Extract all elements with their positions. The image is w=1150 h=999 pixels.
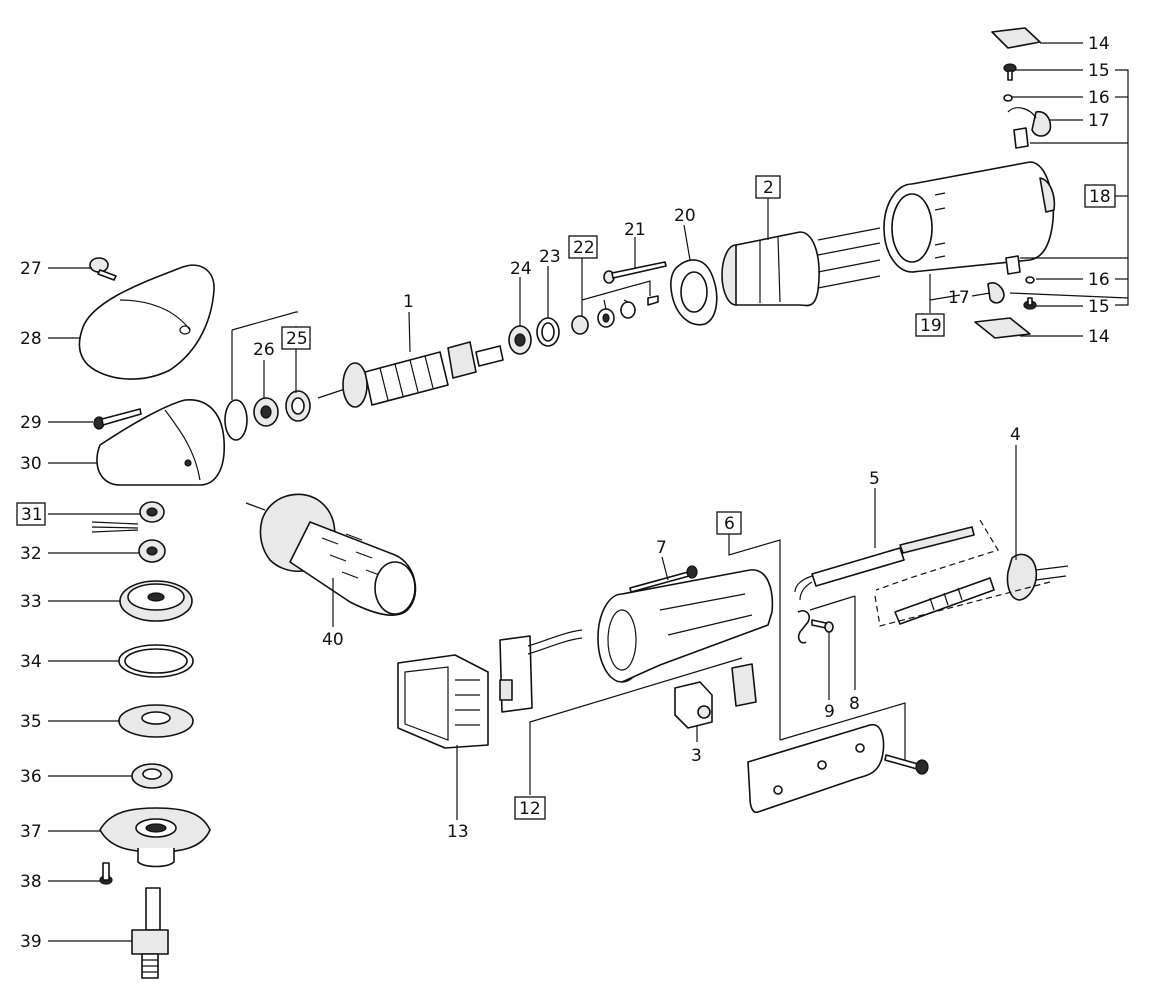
leader-lines bbox=[48, 42, 1129, 942]
callout-5: 5 bbox=[869, 469, 880, 489]
part-bearing-25 bbox=[285, 390, 311, 422]
callout-40: 40 bbox=[322, 630, 344, 650]
callout-38: 38 bbox=[20, 872, 42, 892]
callout-8: 8 bbox=[849, 694, 860, 714]
callout-26: 26 bbox=[253, 340, 275, 360]
callout-12: 12 bbox=[519, 799, 541, 819]
callout-22: 22 bbox=[573, 238, 595, 258]
part-clamp-8 bbox=[797, 610, 811, 644]
part-screw-29 bbox=[93, 408, 142, 430]
part-washer-16-bottom bbox=[1025, 276, 1035, 284]
callout-34: 34 bbox=[20, 652, 42, 672]
part-gear-33 bbox=[119, 580, 193, 622]
part-screw-7 bbox=[629, 565, 698, 593]
callout-box-2 bbox=[755, 175, 781, 199]
part-nut-31 bbox=[91, 501, 165, 533]
part-bearing-26 bbox=[253, 397, 279, 427]
callout-box-22 bbox=[568, 235, 598, 259]
callout-15b: 15 bbox=[1088, 297, 1110, 317]
callout-19: 19 bbox=[920, 316, 942, 336]
part-plate-20 bbox=[670, 259, 718, 326]
callout-4: 4 bbox=[1010, 425, 1021, 445]
callout-16a: 16 bbox=[1088, 88, 1110, 108]
part-handle-cover bbox=[747, 724, 885, 814]
part-screw-15-top bbox=[1003, 63, 1017, 81]
callout-13: 13 bbox=[447, 822, 469, 842]
callout-box-19 bbox=[915, 313, 945, 337]
part-spindle-39 bbox=[131, 887, 169, 979]
part-cover-28 bbox=[78, 264, 215, 380]
callout-9: 9 bbox=[824, 702, 835, 722]
callout-32: 32 bbox=[20, 544, 42, 564]
callout-16b: 16 bbox=[1088, 270, 1110, 290]
part-stator-2 bbox=[721, 227, 881, 307]
part-ring-34 bbox=[118, 644, 194, 678]
part-brush-holder-17-top bbox=[1007, 107, 1052, 149]
part-component-3 bbox=[674, 663, 757, 729]
part-bearing-36 bbox=[131, 763, 173, 789]
part-bushing-22 bbox=[571, 295, 659, 335]
callout-box-31 bbox=[16, 502, 46, 526]
callout-box-12 bbox=[514, 796, 546, 820]
callout-33: 33 bbox=[20, 592, 42, 612]
callout-14a: 14 bbox=[1088, 34, 1110, 54]
part-housing-30 bbox=[96, 399, 225, 486]
part-motor-housing-19 bbox=[883, 161, 1056, 273]
callout-18: 18 bbox=[1089, 187, 1111, 207]
callout-29: 29 bbox=[20, 413, 42, 433]
part-washer-35 bbox=[118, 704, 194, 738]
callout-6: 6 bbox=[724, 514, 735, 534]
callout-3: 3 bbox=[691, 746, 702, 766]
part-armature-1 bbox=[317, 341, 504, 408]
dashed-outline-cord bbox=[874, 581, 1051, 627]
callout-30: 30 bbox=[20, 454, 42, 474]
part-bearing-24 bbox=[508, 325, 532, 355]
callout-box-6 bbox=[716, 511, 742, 535]
part-gear-housing-13 bbox=[397, 654, 489, 749]
callout-39: 39 bbox=[20, 932, 42, 952]
callout-36: 36 bbox=[20, 767, 42, 787]
callout-31: 31 bbox=[21, 505, 43, 525]
callout-17b: 17 bbox=[948, 288, 970, 308]
part-screw-21 bbox=[603, 261, 667, 284]
part-flange-37 bbox=[99, 807, 211, 868]
callout-24: 24 bbox=[510, 259, 532, 279]
callout-23: 23 bbox=[539, 247, 561, 267]
part-side-handle-40 bbox=[245, 493, 417, 617]
part-cap-14-top bbox=[991, 27, 1041, 49]
callout-14b: 14 bbox=[1088, 327, 1110, 347]
callout-15a: 15 bbox=[1088, 61, 1110, 81]
callout-7: 7 bbox=[656, 538, 667, 558]
part-sleeve-23 bbox=[536, 317, 560, 347]
callout-28: 28 bbox=[20, 329, 42, 349]
part-screw-38 bbox=[99, 862, 113, 885]
part-power-cord-4 bbox=[894, 553, 1069, 625]
part-screw-9 bbox=[811, 619, 834, 633]
callout-37: 37 bbox=[20, 822, 42, 842]
part-cap-14-bottom bbox=[974, 317, 1031, 339]
callout-1: 1 bbox=[403, 292, 414, 312]
callout-box-18 bbox=[1084, 184, 1116, 208]
callout-17a: 17 bbox=[1088, 111, 1110, 131]
callout-box-25 bbox=[281, 326, 311, 350]
callout-35: 35 bbox=[20, 712, 42, 732]
callout-27: 27 bbox=[20, 259, 42, 279]
part-screw-15-bottom bbox=[1023, 297, 1037, 310]
dashed-outline-cable bbox=[875, 519, 999, 591]
part-handle-housing-6 bbox=[597, 569, 774, 683]
part-nut-32 bbox=[138, 539, 166, 563]
callout-25: 25 bbox=[286, 329, 308, 349]
part-washer-16-top bbox=[1003, 94, 1013, 102]
part-screw-27 bbox=[89, 257, 117, 281]
callout-2: 2 bbox=[763, 178, 774, 198]
callout-21: 21 bbox=[624, 220, 646, 240]
part-brush-holder-17-bottom bbox=[987, 255, 1021, 304]
part-cable-sleeve-5 bbox=[794, 526, 975, 601]
part-screw-cover bbox=[884, 754, 929, 775]
part-seal-ring bbox=[224, 399, 248, 441]
part-switch-12 bbox=[499, 629, 583, 713]
callout-20: 20 bbox=[674, 206, 696, 226]
